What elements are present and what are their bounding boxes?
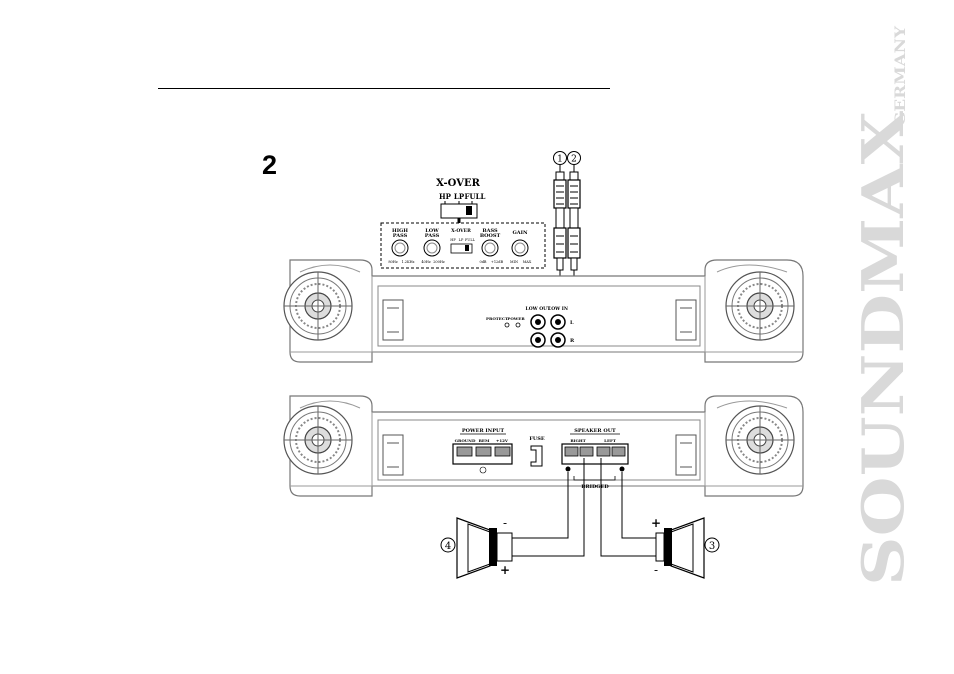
knob-range-min: 0dB xyxy=(479,260,486,264)
amplifier-bottom-view: POWER INPUT GROUND REM +12V FUSE SPEAKER… xyxy=(284,396,803,496)
v12-label: +12V xyxy=(496,438,509,443)
xover-callout-title: X-OVER xyxy=(436,178,480,189)
callout-3: 3 xyxy=(709,541,715,552)
speaker-left: - + 4 xyxy=(441,516,512,578)
knob-range-min: MIN xyxy=(510,260,518,264)
protect-led xyxy=(505,323,509,327)
knob-label-line1: GAIN xyxy=(512,230,527,236)
protect-label: PROTECT xyxy=(486,316,508,321)
speaker-right-bottom-sign: - xyxy=(654,563,658,577)
rca-jack-low-in-l xyxy=(551,315,565,329)
xover-option-hp: HP xyxy=(439,192,452,201)
callout-1: 1 xyxy=(557,155,563,165)
speaker-left-top-sign: - xyxy=(503,516,507,530)
power-input-title: POWER INPUT xyxy=(462,428,504,434)
switch-title: X-OVER xyxy=(451,228,471,234)
cooling-fan-right xyxy=(726,406,794,474)
power-label: POWER xyxy=(507,316,525,321)
knob-range-max: +12dB xyxy=(491,260,504,264)
fuse-label: FUSE xyxy=(529,436,545,442)
knob-label-line2: PASS xyxy=(425,233,440,239)
cooling-fan-left xyxy=(284,406,352,474)
mount-bracket xyxy=(383,435,403,475)
right-label: RIGHT xyxy=(570,438,585,443)
control-panel: HIGH PASS 80Hz 1.2KHz LOW PASS 40Hz 200H… xyxy=(381,223,545,268)
mount-bracket xyxy=(676,300,696,340)
speaker-left-bottom-sign: + xyxy=(500,563,510,577)
cooling-fan-left xyxy=(284,272,352,340)
rca-jack-low-in-r xyxy=(551,333,565,347)
callout-2: 2 xyxy=(571,155,577,165)
rem-label: REM xyxy=(479,438,490,443)
mount-bracket xyxy=(676,435,696,475)
speaker-right: + - 3 xyxy=(651,516,719,578)
rca-jack-low-out-r xyxy=(531,333,545,347)
ground-label: GROUND xyxy=(455,438,476,443)
knob-range-max: 1.2KHz xyxy=(401,260,414,264)
low-in-label: LOW IN xyxy=(548,306,568,312)
left-label: LEFT xyxy=(604,438,616,443)
xover-option-full: FULL xyxy=(465,192,486,201)
cooling-fan-right xyxy=(726,272,794,340)
rca-jack-low-out-l xyxy=(531,315,545,329)
bridged-label: BRIDGED xyxy=(581,484,609,490)
xover-option-lp: LP xyxy=(454,192,465,201)
switch-option-lp: LP xyxy=(459,238,464,242)
speaker-out-title: SPEAKER OUT xyxy=(574,428,616,434)
power-led xyxy=(516,323,520,327)
knob-label-line2: PASS xyxy=(393,233,408,239)
knob-range-max: 200Hz xyxy=(433,260,445,264)
channel-l-label: L xyxy=(570,320,574,326)
switch-option-hp: HP xyxy=(450,238,456,242)
switch-option-full: FULL xyxy=(465,238,476,242)
knob-range-min: 80Hz xyxy=(388,260,398,264)
speaker-right-top-sign: + xyxy=(651,516,661,530)
knob-range-min: 40Hz xyxy=(421,260,431,264)
mount-bracket xyxy=(383,300,403,340)
knob-label-line2: BOOST xyxy=(480,233,501,239)
callout-4: 4 xyxy=(445,541,451,552)
amplifier-top-view: PROTECT POWER LOW OUT LOW IN L R xyxy=(284,260,803,362)
knob-range-max: MAX xyxy=(523,260,532,264)
